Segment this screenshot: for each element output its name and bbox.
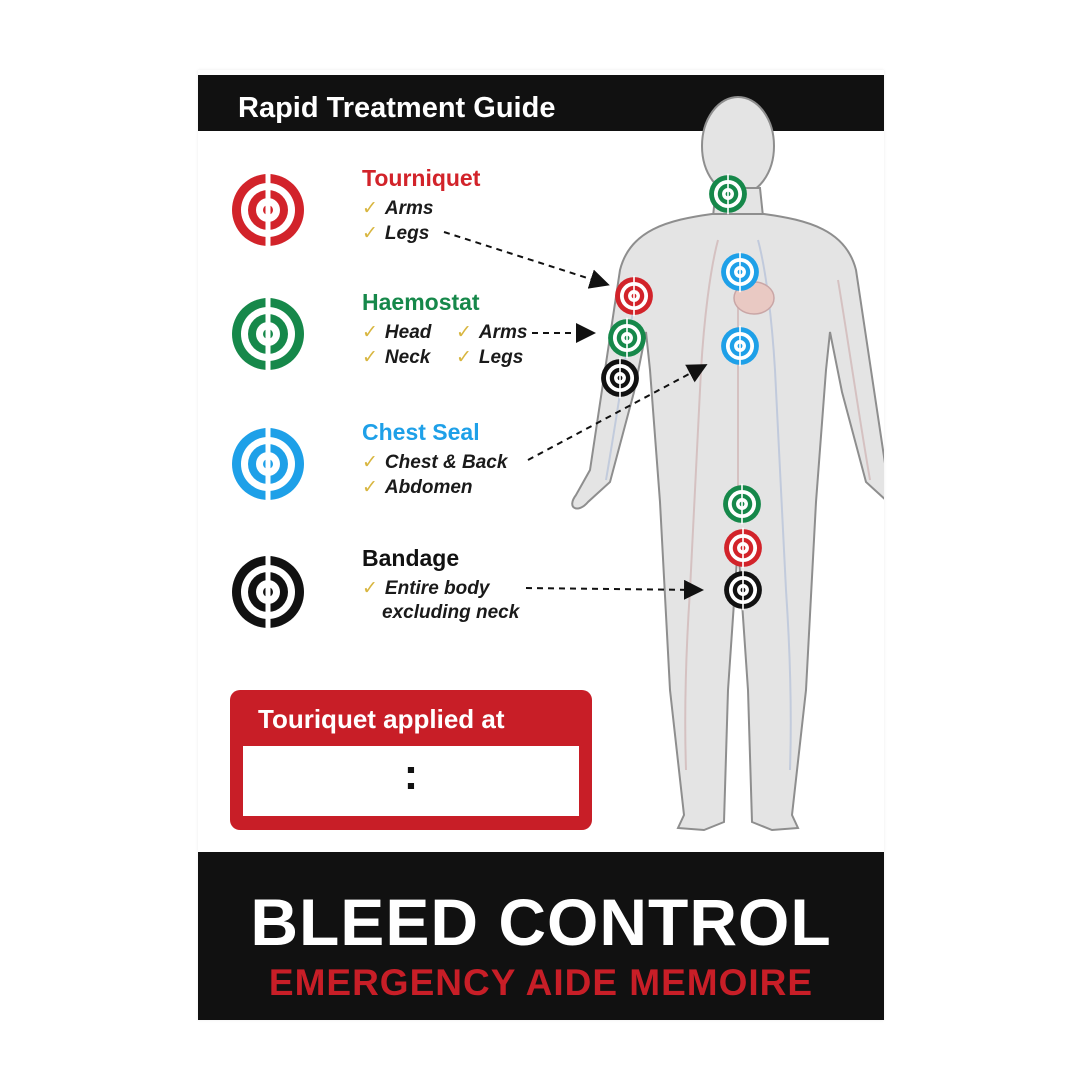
- header-title: Rapid Treatment Guide: [238, 92, 556, 124]
- header-band: Rapid Treatment Guide: [198, 75, 884, 131]
- check-icon: ✓: [362, 198, 378, 219]
- tourniquet-time-field[interactable]: :: [243, 746, 579, 816]
- tourniquet-time-box: Touriquet applied at :: [230, 690, 592, 830]
- footer-title: BLEED CONTROL: [250, 885, 832, 959]
- check-icon: ✓: [362, 452, 378, 473]
- tourniquet-icon: [232, 160, 304, 260]
- check-icon: ✓: [362, 223, 378, 244]
- chest-seal-item-abdomen: ✓Abdomen: [362, 477, 473, 498]
- chest-seal-title: Chest Seal: [362, 419, 480, 445]
- haemostat-item-arms: ✓Arms: [456, 322, 528, 343]
- arrow-lines: [443, 231, 708, 600]
- tourniquet-title: Tourniquet: [362, 165, 481, 191]
- aide-memoire-card: Rapid Treatment Guide: [198, 70, 884, 1020]
- neck-haemostat-icon: [709, 173, 747, 215]
- haemostat-icon: [232, 284, 304, 384]
- chest-seal-item-chest-back: ✓Chest & Back: [362, 452, 508, 473]
- time-separator: :: [403, 750, 419, 799]
- bandage-item-entire-body: ✓Entire body: [362, 578, 490, 599]
- check-icon: ✓: [362, 322, 378, 343]
- footer-band: BLEED CONTROL EMERGENCY AIDE MEMOIRE: [198, 852, 884, 1020]
- tourniquet-time-label: Touriquet applied at: [258, 704, 505, 734]
- footer-subtitle: EMERGENCY AIDE MEMOIRE: [268, 962, 814, 1003]
- haemostat-title: Haemostat: [362, 289, 480, 315]
- haemostat-item-head: ✓Head: [362, 322, 432, 343]
- chest-seal-icon: [232, 414, 304, 514]
- tourniquet-item-arms: ✓Arms: [362, 198, 434, 219]
- haemostat-item-legs: ✓Legs: [456, 347, 524, 368]
- tourniquet-item-legs: ✓Legs: [362, 223, 430, 244]
- arm-bandage-icon: [601, 357, 639, 399]
- bandage-item-excluding-neck: excluding neck: [382, 602, 520, 623]
- body-markers: [601, 173, 762, 611]
- human-figure: [571, 96, 884, 832]
- arm-tourniquet-icon: [615, 275, 653, 317]
- bandage-icon: [232, 542, 304, 642]
- check-icon: ✓: [362, 347, 378, 368]
- check-icon: ✓: [456, 347, 472, 368]
- leg-tourniquet-icon: [724, 527, 762, 569]
- bandage-title: Bandage: [362, 545, 460, 571]
- leg-bandage-icon: [724, 569, 762, 611]
- leg-haemostat-icon: [723, 483, 761, 525]
- chest-lower-seal-icon: [721, 325, 759, 367]
- check-icon: ✓: [456, 322, 472, 343]
- check-icon: ✓: [362, 578, 378, 599]
- haemostat-item-neck: ✓Neck: [362, 347, 431, 368]
- chest-upper-seal-icon: [721, 251, 759, 293]
- body-diagram: [443, 96, 884, 832]
- check-icon: ✓: [362, 477, 378, 498]
- arm-haemostat-icon: [608, 317, 646, 359]
